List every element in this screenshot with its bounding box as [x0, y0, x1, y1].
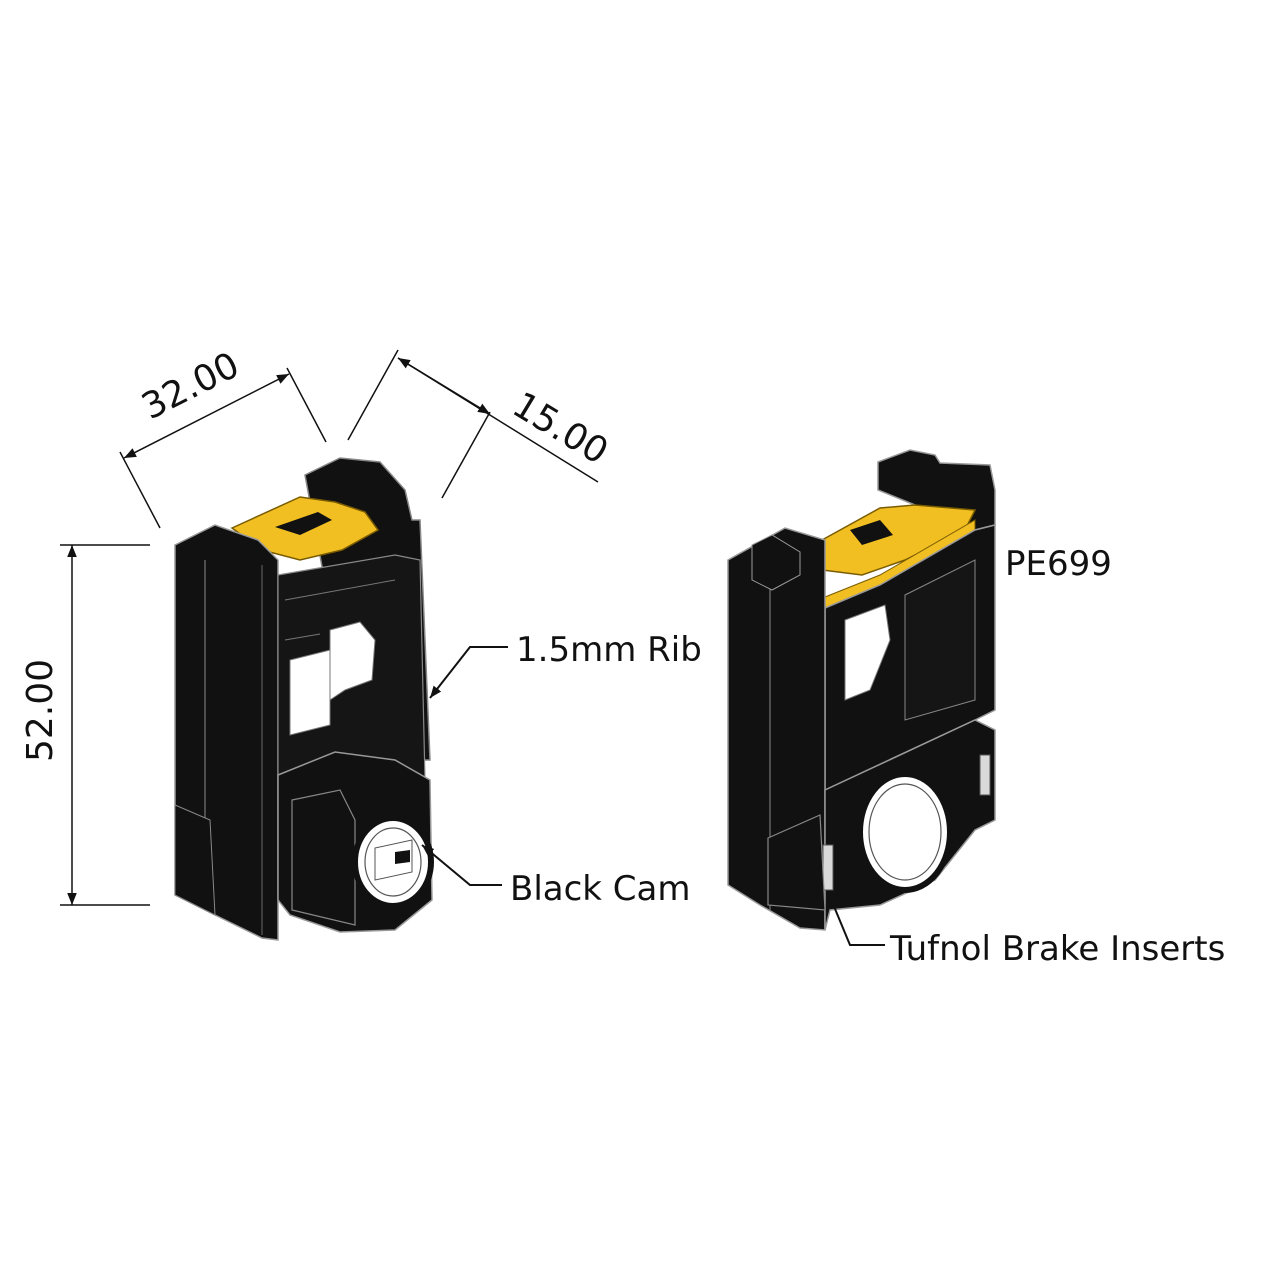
callout-brake-label: Tufnol Brake Inserts	[889, 929, 1225, 969]
dimension-height-label: 52.00	[20, 659, 61, 762]
callout-rib-label: 1.5mm Rib	[516, 630, 702, 670]
dimension-height: 52.00	[20, 544, 150, 906]
callout-cam: Black Cam	[421, 844, 691, 909]
right-part-illustration	[727, 449, 996, 931]
callout-part-number: PE699	[1005, 544, 1112, 584]
callout-rib: 1.5mm Rib	[429, 630, 702, 699]
dimension-depth-label: 15.00	[505, 385, 614, 473]
callout-brake: Tufnol Brake Inserts	[827, 891, 1225, 969]
left-part-illustration	[174, 457, 434, 941]
part-number-label: PE699	[1005, 544, 1112, 584]
callout-cam-label: Black Cam	[510, 869, 691, 909]
dimension-width-label: 32.00	[135, 345, 245, 428]
